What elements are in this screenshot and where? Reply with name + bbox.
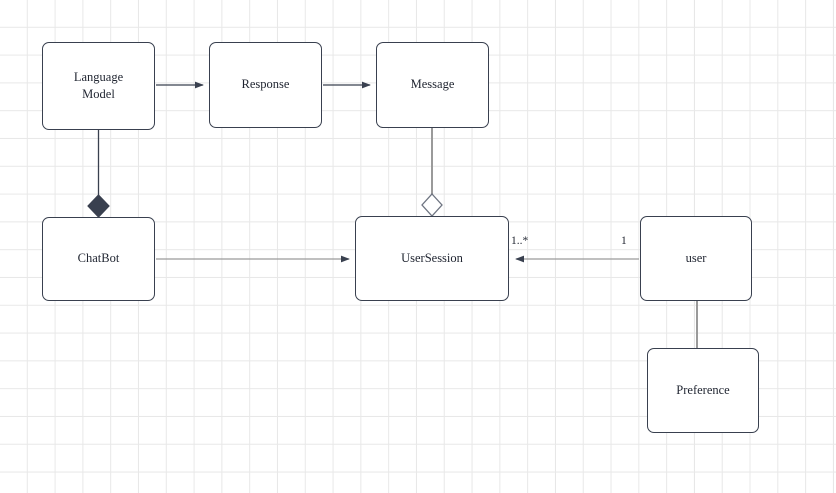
node-label-response: Response (241, 77, 290, 92)
node-usersession[interactable]: UserSession (355, 216, 509, 301)
filled-diamond-marker (87, 194, 110, 218)
hollow-diamond-marker (421, 193, 443, 217)
node-preference[interactable]: Preference (647, 348, 759, 433)
node-label-language-model: Language Model (73, 69, 124, 101)
node-language-model[interactable]: Language Model (42, 42, 155, 130)
node-label-chatbot: ChatBot (77, 251, 120, 266)
edge-language-model-to-chatbot (87, 130, 110, 218)
node-response[interactable]: Response (209, 42, 322, 128)
node-label-user: user (685, 250, 707, 265)
node-label-usersession: UserSession (401, 250, 463, 265)
node-message[interactable]: Message (376, 42, 489, 128)
edge-message-to-usersession (421, 128, 443, 217)
node-label-preference: Preference (676, 382, 730, 397)
node-chatbot[interactable]: ChatBot (42, 217, 155, 301)
multiplicity-usersession-end: 1..* (511, 235, 529, 247)
node-user[interactable]: user (640, 216, 752, 301)
node-label-message: Message (410, 77, 455, 92)
multiplicity-user-end: 1 (621, 235, 627, 247)
